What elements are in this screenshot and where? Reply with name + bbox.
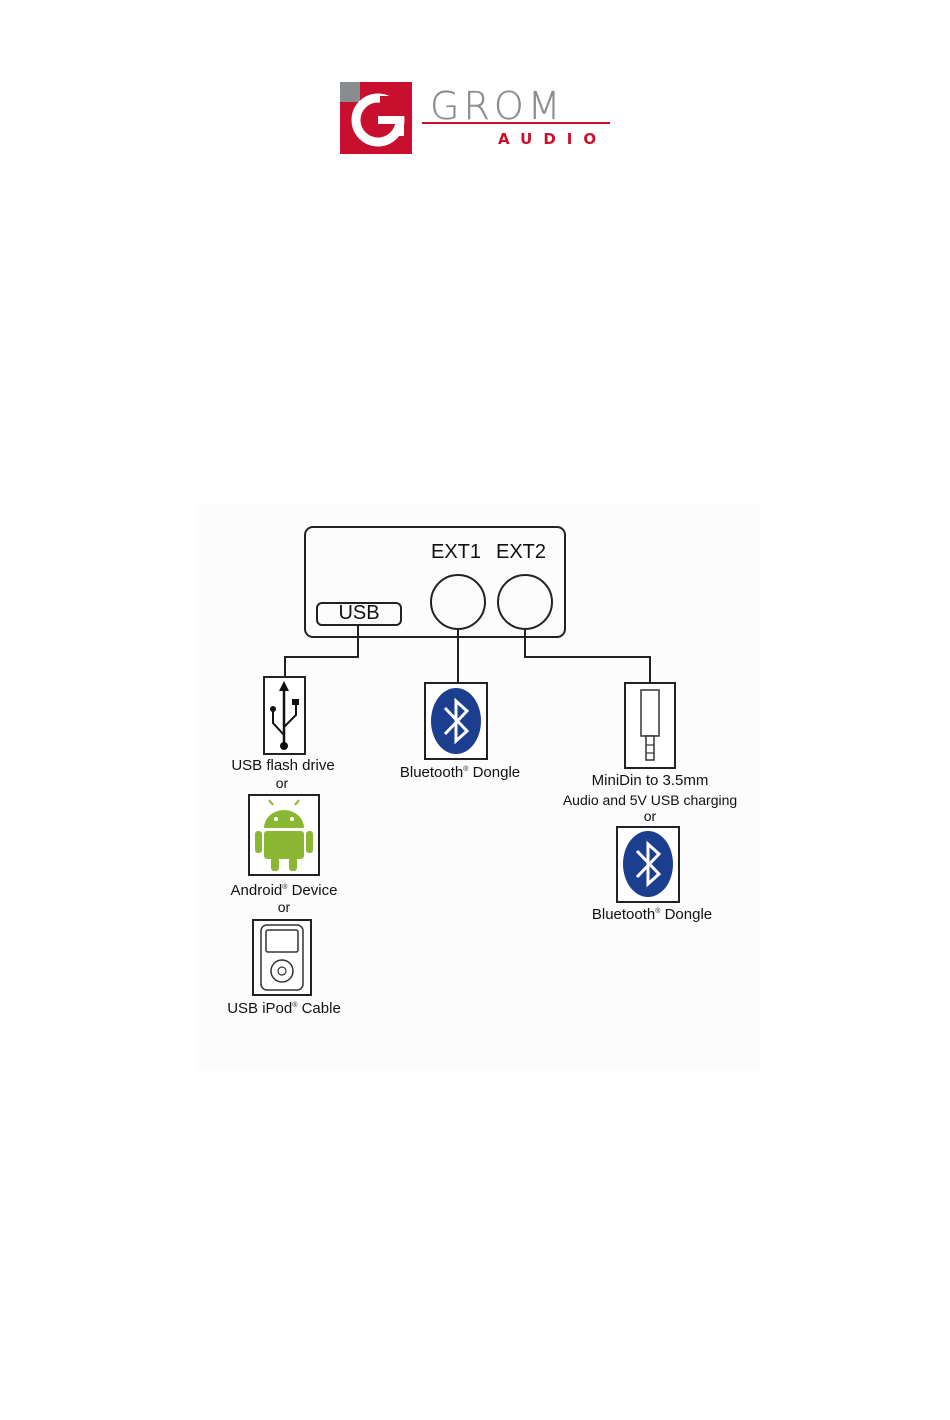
bluetooth-icon <box>425 683 487 759</box>
audio-charging-label: Audio and 5V USB charging <box>563 792 737 808</box>
ext1-label: EXT1 <box>431 541 481 564</box>
bluetooth-dongle-label-ext2: Bluetooth® Dongle <box>592 906 712 923</box>
android-device-label: Android® Device <box>231 882 338 899</box>
logo-sub-text: AUDIO <box>498 130 607 148</box>
or-label-1: or <box>276 775 288 791</box>
grom-audio-logo: GROM AUDIO <box>340 82 615 157</box>
or-label-3: or <box>644 808 656 824</box>
usb-line <box>285 625 358 680</box>
android-icon <box>249 795 319 875</box>
or-label-2: or <box>278 899 290 915</box>
grom-g-icon <box>340 82 412 154</box>
minidin-label: MiniDin to 3.5mm <box>592 772 709 789</box>
usb-port-label: USB <box>338 602 379 625</box>
ext1-port <box>431 575 485 629</box>
bluetooth-dongle-label: Bluetooth® Dongle <box>400 764 520 781</box>
usb-icon <box>264 677 305 754</box>
ipod-icon <box>253 920 311 995</box>
connection-diagram: EXT1 EXT2 USB USB flash drive or Android… <box>195 505 760 1070</box>
ext2-label: EXT2 <box>496 541 546 564</box>
audio-jack-icon <box>625 683 675 768</box>
ext2-port <box>498 575 552 629</box>
bluetooth-icon-ext2 <box>617 827 679 902</box>
usb-ipod-cable-label: USB iPod® Cable <box>227 1000 341 1017</box>
usb-flash-drive-label: USB flash drive <box>231 757 334 774</box>
logo-divider <box>422 122 610 124</box>
